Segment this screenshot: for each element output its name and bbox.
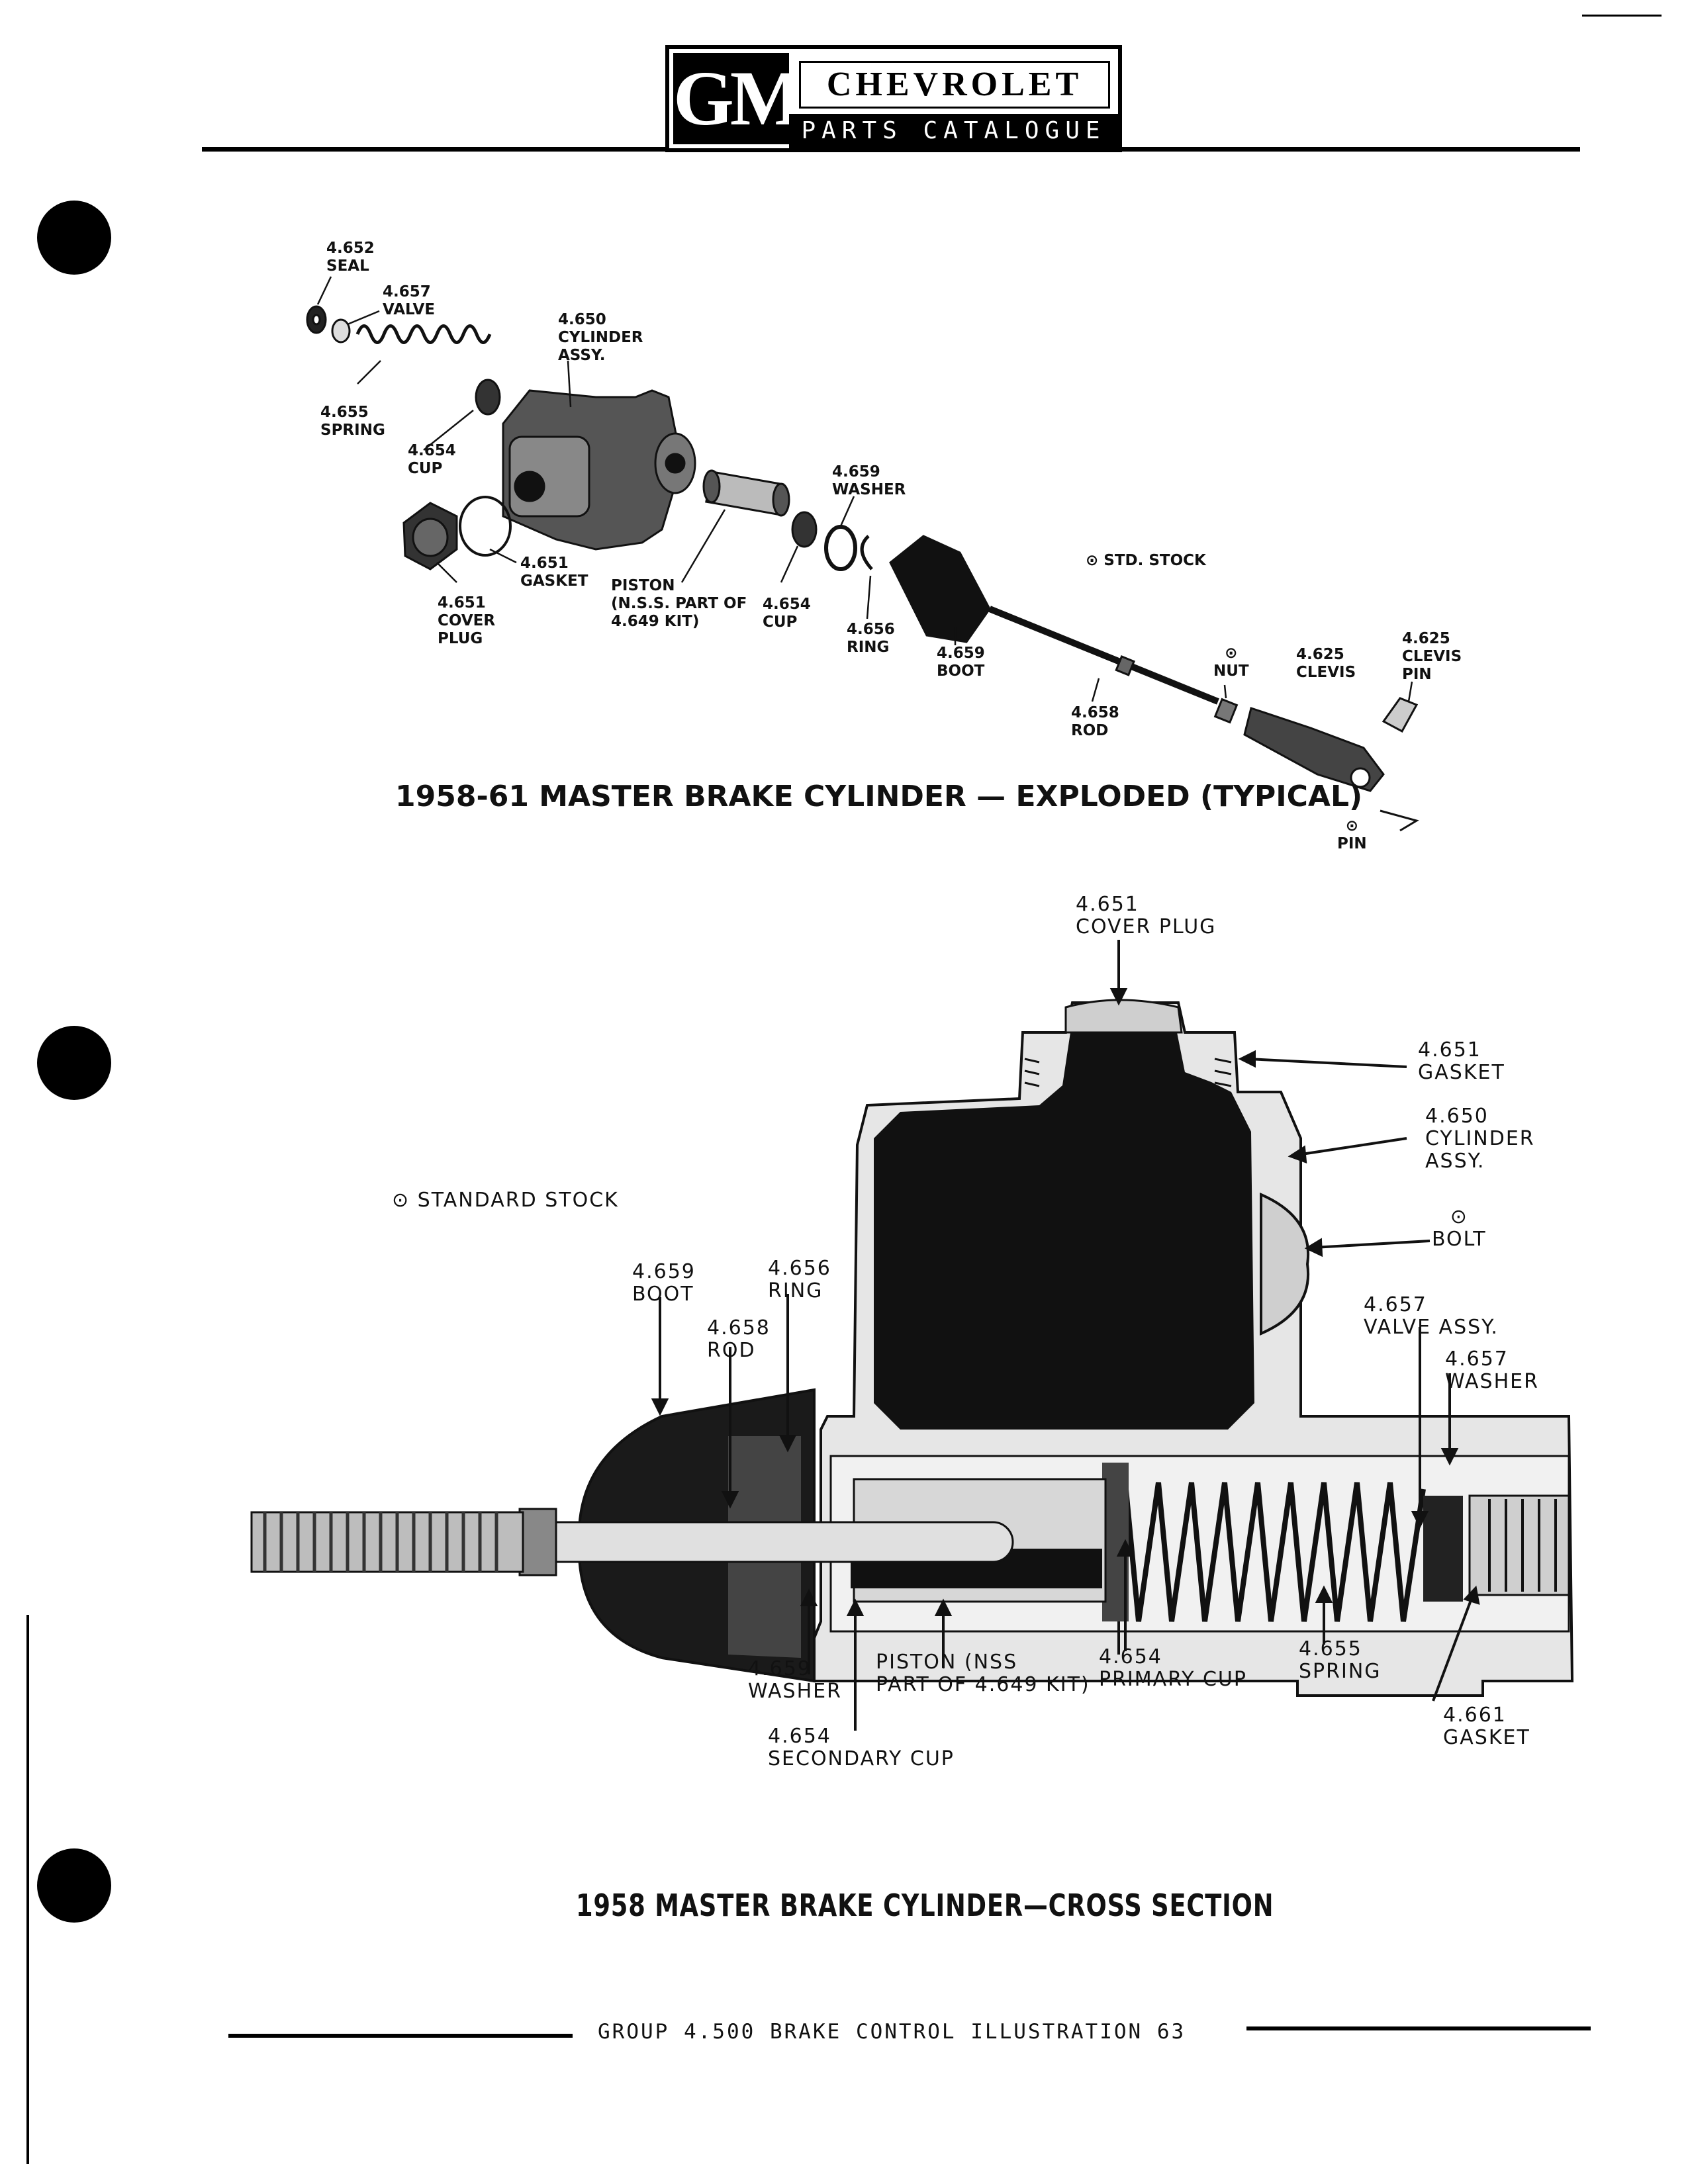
figure1-note: ⊙ STD. STOCK bbox=[1086, 552, 1206, 569]
catalogue-subtitle: PARTS CATALOGUE bbox=[789, 114, 1118, 148]
binder-hole-middle bbox=[37, 1026, 111, 1100]
footer-caption: GROUP 4.500 BRAKE CONTROL ILLUSTRATION 6… bbox=[598, 2020, 1186, 2044]
binder-hole-top bbox=[37, 201, 111, 275]
brand-name: CHEVROLET bbox=[799, 61, 1110, 109]
cross-section-drawing bbox=[250, 940, 1574, 1731]
callout-pin: ⊙PIN bbox=[1337, 817, 1367, 852]
corner-mark bbox=[1582, 15, 1662, 17]
figure2-title: 1958 MASTER BRAKE CYLINDER—CROSS SECTION bbox=[576, 1888, 1274, 1923]
callout-bolt: ⊙BOLT bbox=[1432, 1205, 1487, 1251]
footer-rule-left bbox=[228, 2034, 573, 2038]
footer-rule-right bbox=[1246, 2026, 1591, 2030]
exploded-view-drawing bbox=[306, 276, 1419, 832]
callout-nut: ⊙NUT bbox=[1213, 645, 1249, 680]
gm-header-logo: GM CHEVROLET PARTS CATALOGUE bbox=[665, 45, 1122, 152]
figure1-title: 1958-61 MASTER BRAKE CYLINDER — EXPLODED… bbox=[395, 780, 1363, 813]
figure2-note: ⊙ STANDARD STOCK bbox=[392, 1189, 619, 1212]
gm-logo: GM bbox=[673, 53, 804, 144]
binder-hole-bottom bbox=[37, 1848, 111, 1923]
left-edge-line bbox=[26, 1615, 29, 2164]
